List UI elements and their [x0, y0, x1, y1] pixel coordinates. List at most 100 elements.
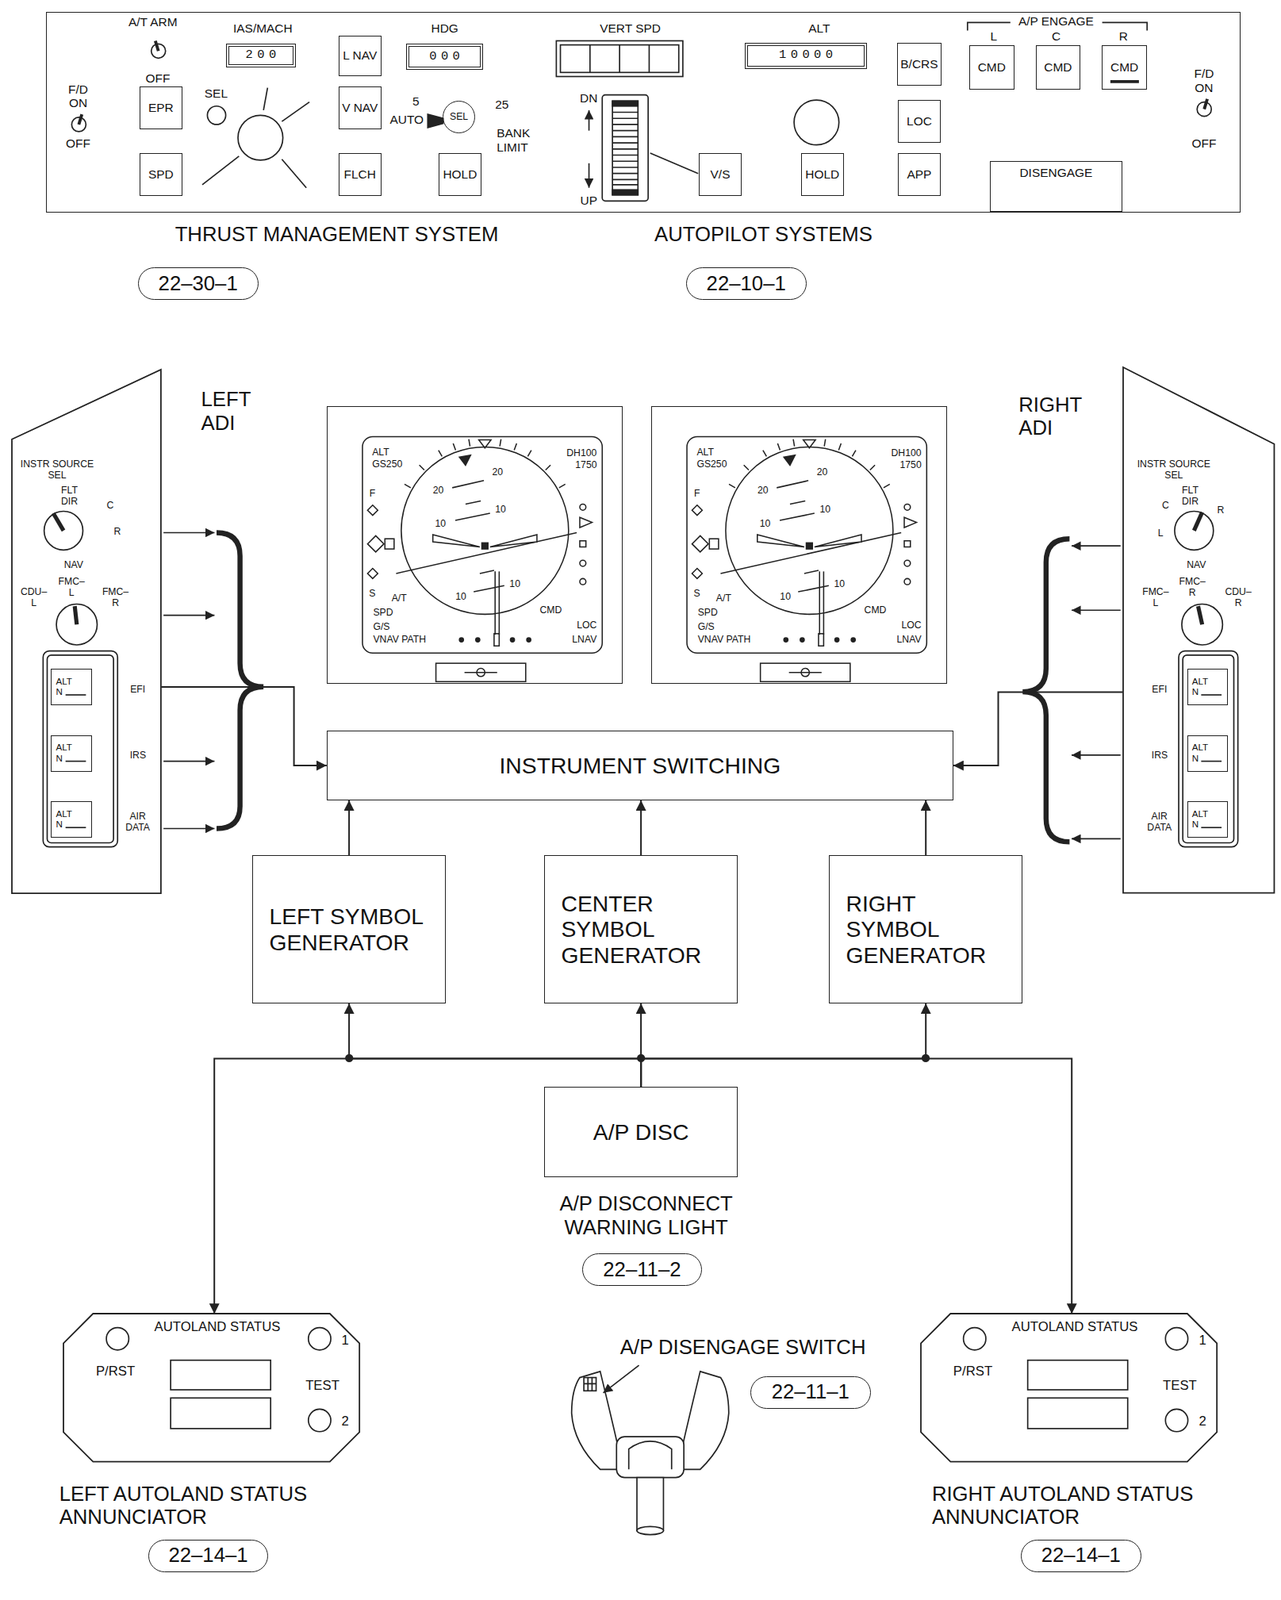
mode-control-panel: F/D ONOFFA/T ARMOFFIAS/MACHSELHDG5AUTO25…	[46, 11, 1241, 212]
panel-label: OFF	[1191, 136, 1216, 151]
connector	[161, 686, 327, 766]
control-yoke	[636, 1526, 664, 1535]
adi-annunciation: LNAV	[897, 633, 922, 645]
button-label: HOLD	[805, 167, 840, 182]
instrument-source-art	[1071, 838, 1121, 840]
adi-face	[455, 513, 491, 521]
adi-face	[436, 663, 526, 682]
instrument-source-art	[1071, 609, 1121, 611]
adi-face	[579, 578, 587, 585]
panel-label: F/D ON	[68, 82, 89, 112]
callout-number: 22–14–1	[168, 1543, 248, 1568]
adi-annunciation: 1750	[575, 459, 597, 471]
caption-label: RIGHT ADI	[1018, 393, 1082, 441]
alternate-switch: ALT N	[1187, 735, 1228, 772]
panel-label: FLT DIR	[61, 484, 78, 507]
adi-annunciation: CMD	[539, 604, 562, 616]
panel-label: L	[1158, 527, 1164, 539]
panel-label: NAV	[1186, 559, 1206, 571]
adi-face	[686, 437, 927, 683]
adi-face	[367, 505, 378, 516]
panel-label: FMC– R	[102, 586, 129, 609]
switch-label: ALT N	[1192, 742, 1209, 764]
panel-label: EFI	[1151, 683, 1167, 695]
annunciator-label: AUTOLAND STATUS	[154, 1319, 281, 1335]
disengage-bar: DISENGAGE	[989, 161, 1123, 212]
mode-control-panel-art	[202, 156, 239, 185]
instrument-source-art	[1200, 760, 1222, 763]
mode-control-panel-art	[281, 102, 310, 122]
control-yoke	[628, 1441, 672, 1469]
switch-label: ALT N	[55, 676, 72, 699]
instrument-source-art	[1200, 826, 1222, 829]
readout-value: 10000	[774, 48, 838, 63]
panel-label: R	[1119, 29, 1128, 44]
annunciator-label: TEST	[305, 1377, 340, 1393]
knob-label: SEL	[449, 111, 468, 123]
adi-annunciation: S	[693, 587, 700, 599]
mode-control-panel-art	[612, 111, 638, 185]
adi-annunciation: 20	[757, 484, 769, 496]
instrument-source-art	[163, 760, 215, 763]
panel-label: A/T ARM	[128, 15, 177, 30]
adi-annunciation: G/S	[372, 621, 390, 633]
reference-callout: 22–11–1	[750, 1376, 871, 1409]
panel-label: L	[989, 29, 998, 44]
instrument-source-art	[163, 614, 215, 617]
instrument-source-art	[53, 513, 64, 531]
adi-annunciation: VNAV PATH	[698, 633, 752, 645]
system-box: INSTRUMENT SWITCHING	[326, 730, 954, 801]
adi-face	[479, 439, 491, 448]
mode-control-panel-art	[207, 106, 226, 125]
adi-face	[494, 571, 496, 635]
box-label: INSTRUMENT SWITCHING	[498, 752, 781, 779]
alternate-switch: ALT N	[50, 735, 92, 772]
annunciator-label: P/RST	[953, 1363, 993, 1379]
connector	[953, 692, 1124, 767]
mode-control-panel-art	[78, 114, 82, 125]
adi-annunciation: 10	[820, 503, 832, 515]
annunciator-label: TEST	[1162, 1377, 1197, 1393]
readout-value: 000	[425, 49, 465, 65]
panel-label: INSTR SOURCE SEL	[16, 458, 99, 481]
node-outline	[63, 1313, 360, 1462]
panel-label: AIR DATA	[1146, 810, 1172, 833]
instrument-source-art	[65, 760, 87, 763]
mode-control-panel-art	[71, 22, 1212, 201]
instrument-source-art	[42, 510, 1238, 847]
alternate-switch: ALT N	[50, 801, 92, 838]
panel-label: IRS	[130, 749, 146, 761]
button-label: FLCH	[344, 167, 376, 182]
switch-label: ALT N	[55, 809, 72, 831]
panel-label: R	[113, 525, 121, 537]
adi-face	[395, 532, 577, 573]
instrument-source-art	[65, 826, 87, 829]
adi-face	[464, 671, 498, 674]
digital-readout: 000	[406, 43, 484, 70]
instrument-source-art	[1197, 605, 1202, 625]
mode-control-panel-art	[602, 95, 649, 202]
adi-annunciation: CMD	[864, 604, 887, 616]
control-yoke	[682, 1371, 729, 1469]
node-outline	[1123, 367, 1274, 894]
callout-number: 22–14–1	[1041, 1543, 1121, 1568]
mode-control-panel-art	[556, 40, 683, 77]
adi-annunciation: LNAV	[571, 633, 597, 645]
adi-annunciation: 10	[759, 517, 771, 530]
adi-face	[494, 633, 499, 646]
button-label: DISENGAGE	[1019, 165, 1093, 181]
panel-label: FMC– R	[1179, 575, 1206, 599]
connector	[349, 1003, 641, 1088]
mode-control-panel-art	[650, 153, 699, 174]
adi-annunciation: 10	[834, 578, 846, 590]
panel-label: C	[106, 499, 114, 511]
caption-label: THRUST MANAGEMENT SYSTEM	[175, 222, 499, 247]
annunciator-face	[170, 1397, 271, 1429]
instrument-source-art	[42, 651, 118, 848]
adi-annunciation: LOC	[901, 619, 922, 631]
mode-control-panel-art	[588, 163, 591, 188]
autoland-status-annunciator: AUTOLAND STATUSP/RST1TEST2	[63, 1313, 360, 1462]
mode-button: V/S	[698, 153, 742, 196]
panel-label: AIR DATA	[125, 810, 150, 833]
mode-control-panel-art	[237, 115, 284, 161]
